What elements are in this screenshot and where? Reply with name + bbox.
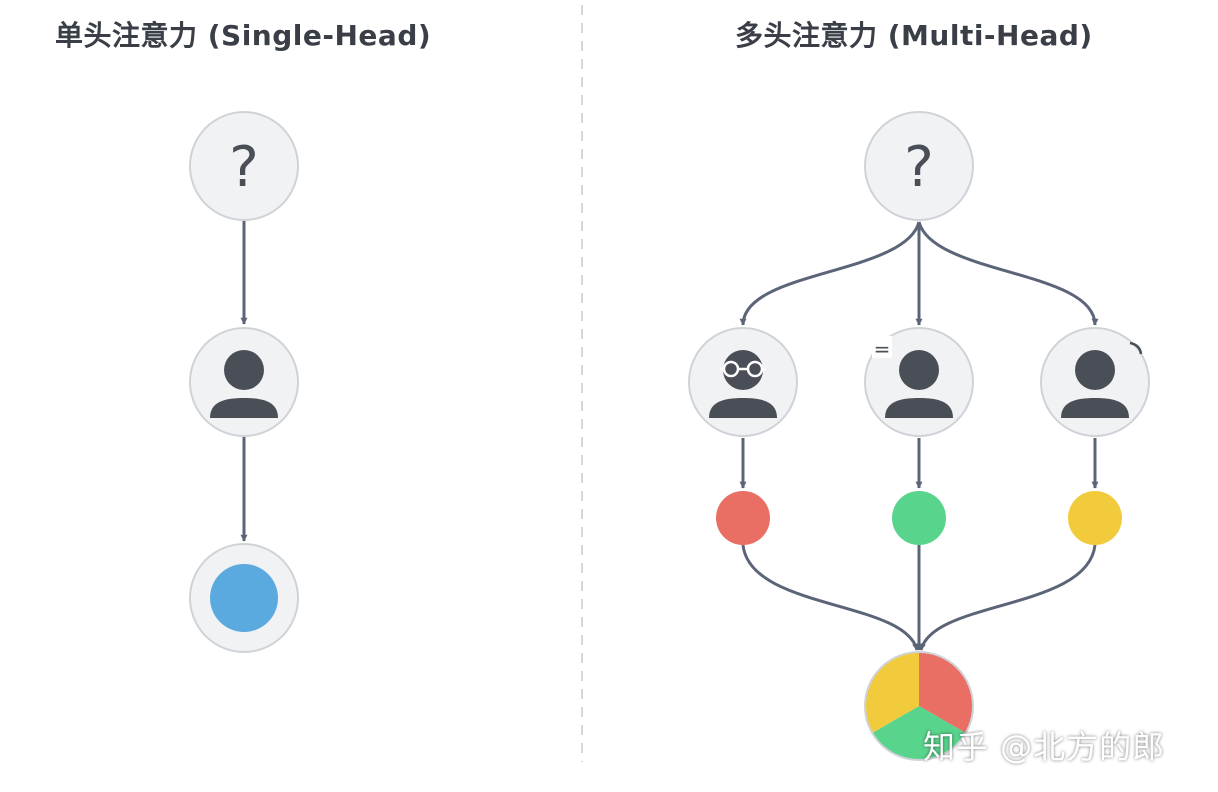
query-symbol: ?	[229, 135, 259, 200]
multi-edge-query-to-head-3	[917, 221, 1099, 326]
hair-accent	[1129, 341, 1143, 355]
query-symbol: ?	[904, 135, 934, 200]
single-output-node	[189, 543, 299, 653]
single-head-title: 单头注意力 (Single-Head)	[55, 19, 432, 52]
watermark: 知乎 @北方的郎	[923, 728, 1166, 766]
single-query-node: ?	[189, 111, 299, 221]
red-output-dot	[716, 491, 770, 545]
multi-head-panel: ? =	[688, 111, 1150, 761]
pie-slice-red	[919, 651, 974, 733]
multi-edge-red-to-combined	[741, 544, 919, 651]
multi-head-node-1	[688, 327, 798, 437]
pie-slice-green	[872, 706, 966, 761]
multi-edge-yellow-to-combined	[919, 544, 1097, 651]
multi-head-node-3	[1040, 327, 1150, 437]
yellow-output-dot	[1068, 491, 1122, 545]
blue-output-dot	[210, 564, 278, 632]
multi-head-node-2: =	[864, 327, 974, 437]
multi-head-title: 多头注意力 (Multi-Head)	[735, 19, 1093, 52]
pie-slice-yellow	[864, 652, 919, 733]
multi-edge-query-to-head-1	[739, 221, 921, 326]
green-output-dot	[892, 491, 946, 545]
combined-output-pie	[864, 651, 974, 761]
glasses-icon	[720, 360, 766, 378]
single-head-node	[189, 327, 299, 437]
glasses-mark: =	[874, 337, 891, 361]
single-head-panel: ?	[189, 111, 299, 653]
multi-query-node: ?	[864, 111, 974, 221]
